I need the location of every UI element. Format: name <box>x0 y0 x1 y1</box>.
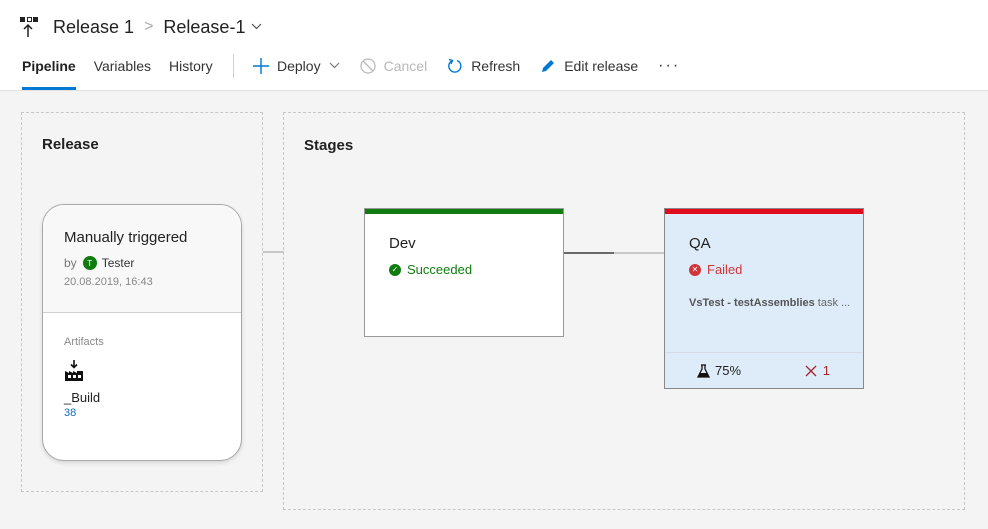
failed-task-summary[interactable]: VsTest - testAssemblies task ... <box>689 297 850 309</box>
breadcrumb-separator-icon: > <box>144 18 154 35</box>
deploy-label: Deploy <box>277 58 321 74</box>
triggered-by: by T Tester <box>64 256 241 270</box>
release-pipeline-icon <box>20 15 40 39</box>
artifacts-label: Artifacts <box>64 336 104 348</box>
header: Release 1 > Release-1 Pipeline Variables… <box>0 0 988 91</box>
trigger-info: Manually triggered by T Tester 20.08.201… <box>43 205 241 313</box>
more-actions-button[interactable]: ··· <box>658 57 681 74</box>
success-check-icon: ✓ <box>389 263 401 276</box>
build-artifact-icon <box>64 360 241 387</box>
stage-test-summary: 75% 1 <box>665 352 863 388</box>
stage-card-dev[interactable]: Dev ✓ Succeeded <box>364 208 564 337</box>
trigger-title: Manually triggered <box>64 229 188 246</box>
stage-status-label: Failed <box>707 262 743 277</box>
flask-icon <box>697 363 710 378</box>
stage-status: ✓ Succeeded <box>389 262 472 277</box>
trigger-user: Tester <box>101 256 135 270</box>
refresh-icon <box>447 58 463 74</box>
pencil-icon <box>540 58 556 74</box>
stage-card-qa[interactable]: QA ✕ Failed VsTest - testAssemblies task… <box>664 208 864 389</box>
stage-name: Dev <box>389 235 416 252</box>
plus-icon <box>253 58 269 74</box>
stage-connector <box>564 252 614 254</box>
tab-variables[interactable]: Variables <box>93 58 152 74</box>
failed-tests-link[interactable]: 1 <box>805 363 830 378</box>
artifact-version-link[interactable]: 38 <box>64 407 77 419</box>
tab-pipeline[interactable]: Pipeline <box>22 52 76 90</box>
toolbar-divider <box>233 54 234 78</box>
failed-test-count: 1 <box>822 363 830 378</box>
test-pass-rate: 75% <box>715 363 742 378</box>
edit-release-label: Edit release <box>564 58 639 74</box>
edit-release-button[interactable]: Edit release <box>540 58 638 74</box>
stages-panel-title: Stages <box>304 137 354 154</box>
deploy-button[interactable]: Deploy <box>253 58 340 74</box>
breadcrumb: Release 1 > Release-1 <box>20 14 262 40</box>
trigger-date: 20.08.2019, 16:43 <box>64 276 153 288</box>
release-panel-title: Release <box>42 136 99 153</box>
breadcrumb-pipeline[interactable]: Release 1 <box>53 16 135 37</box>
stage-status-bar <box>665 209 863 214</box>
release-selector-chevron-icon[interactable] <box>251 21 262 33</box>
stages-panel <box>283 112 965 510</box>
toolbar: Deploy Cancel Refresh Edit release ··· <box>253 54 680 78</box>
stage-status-bar <box>365 209 563 214</box>
failure-x-icon: ✕ <box>689 263 701 276</box>
breadcrumb-release[interactable]: Release-1 <box>163 16 246 37</box>
artifacts-section: Artifacts _Build 38 <box>43 313 241 419</box>
close-x-icon <box>805 365 817 377</box>
release-trigger-card[interactable]: Manually triggered by T Tester 20.08.201… <box>42 204 242 461</box>
refresh-button[interactable]: Refresh <box>447 58 520 74</box>
release-panel <box>21 112 263 492</box>
stage-name: QA <box>689 235 711 252</box>
by-label: by <box>64 256 77 270</box>
stage-status: ✕ Failed <box>689 262 742 277</box>
artifact-name: _Build <box>64 390 101 405</box>
failed-task-name: VsTest - testAssemblies <box>689 297 815 309</box>
failed-task-detail: task ... <box>814 297 851 309</box>
avatar: T <box>82 256 97 270</box>
cancel-button[interactable]: Cancel <box>359 58 428 74</box>
tab-history[interactable]: History <box>169 58 213 74</box>
release-connector <box>263 251 284 253</box>
refresh-label: Refresh <box>471 58 521 74</box>
cancel-icon <box>359 58 376 74</box>
tab-bar: Pipeline Variables History <box>22 52 231 90</box>
test-results-link[interactable]: 75% <box>697 363 741 378</box>
stage-connector-pending <box>614 252 664 254</box>
chevron-down-icon <box>329 61 340 72</box>
stage-status-label: Succeeded <box>407 262 473 277</box>
cancel-label: Cancel <box>383 58 428 74</box>
